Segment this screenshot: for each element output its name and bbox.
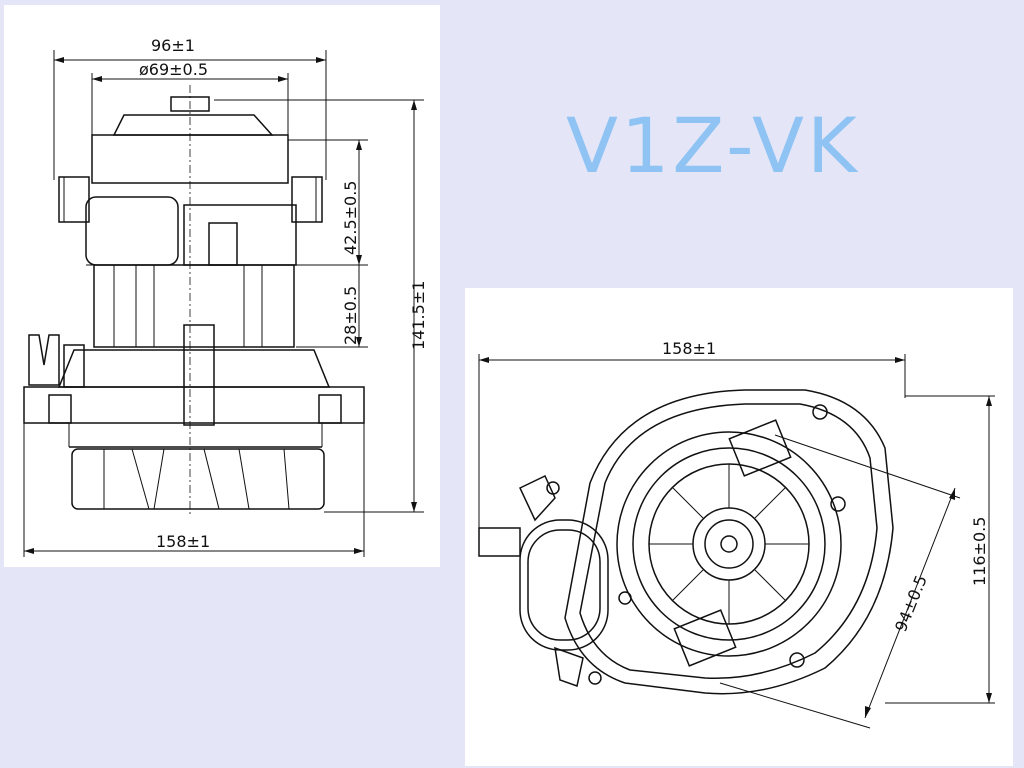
dim-front-width-label: 158±1	[662, 339, 716, 358]
dim-bottom-width-label: 158±1	[156, 532, 210, 551]
motor-front-body	[478, 389, 894, 695]
motor-side-body	[23, 85, 365, 515]
dimension-front-width: 158±1	[478, 339, 906, 528]
dim-total-height-label: 141.5±1	[409, 281, 428, 350]
dim-mid-height-label: 28±0.5	[341, 286, 360, 345]
front-view-drawing: 158±1	[465, 288, 1013, 766]
model-title: V1Z-VK	[566, 101, 860, 190]
dim-upper-height-label: 42.5±0.5	[341, 181, 360, 255]
dimension-diagonal: 94±0.5	[719, 434, 961, 729]
dim-front-height-label: 116±0.5	[970, 517, 989, 586]
dim-top-width-label: 96±1	[151, 36, 195, 55]
dimension-upper-height: 42.5±0.5	[288, 139, 368, 266]
dimension-total-height: 141.5±1	[214, 99, 428, 513]
dimension-mid-height: 28±0.5	[296, 265, 368, 348]
side-view-drawing: 96±1 ø69±0.5	[4, 5, 440, 567]
dimension-diameter: ø69±0.5	[91, 60, 289, 140]
dimension-top-width: 96±1	[53, 36, 327, 180]
dimension-front-height: 116±0.5	[885, 395, 995, 704]
dim-diagonal-label: 94±0.5	[891, 572, 931, 634]
dimension-bottom-width: 158±1	[23, 423, 365, 557]
dim-diameter-label: ø69±0.5	[139, 60, 208, 79]
